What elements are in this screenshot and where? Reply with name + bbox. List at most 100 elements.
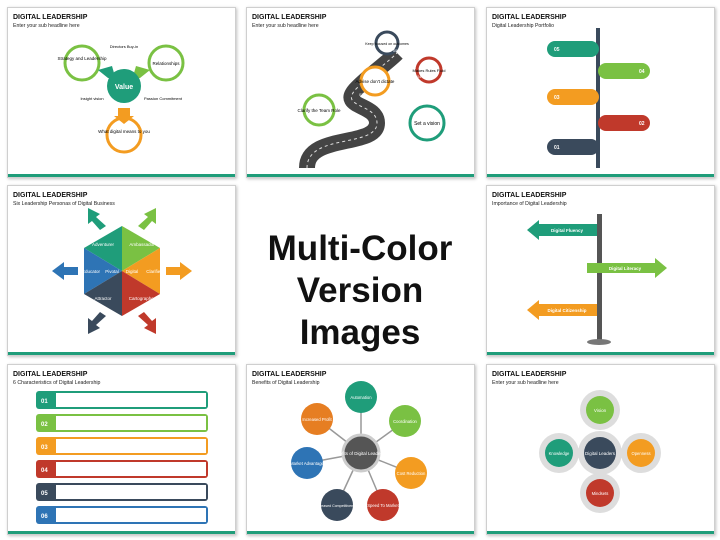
keep-pin <box>374 30 400 56</box>
slide-title: DIGITAL LEADERSHIP <box>13 14 88 21</box>
signpost-base <box>587 339 611 345</box>
number-01: 01 <box>402 136 407 141</box>
adventurer-segment <box>84 226 122 271</box>
cartographer-arrow <box>138 312 156 334</box>
vision-node <box>586 396 614 424</box>
market-node <box>291 447 323 479</box>
slide-title: DIGITAL LEADERSHIP <box>492 192 567 199</box>
clarifier-arrow <box>166 262 192 280</box>
number-03: 03 <box>554 95 560 101</box>
cartographer-segment <box>122 271 160 316</box>
cost-node <box>395 457 427 489</box>
clarify-label: Clarify the Team Role <box>298 108 341 113</box>
leaders-diagram: Digital Leaders Vision Knowledge Opennes… <box>539 390 661 513</box>
slide-7-benefits[interactable]: DIGITAL LEADERSHIP Benefits of Digital L… <box>246 364 475 535</box>
pivotal-label: Pivotal <box>105 269 119 274</box>
ambassador-label: Ambassador <box>129 242 155 247</box>
strategy-label: Strategy and Leadership <box>57 56 107 61</box>
digital-label: What digital means to you <box>98 129 150 134</box>
number-01: 01 <box>41 399 48 405</box>
strategy-circle <box>63 44 101 82</box>
slide-title: DIGITAL LEADERSHIP <box>13 192 88 199</box>
number-02: 02 <box>41 422 48 428</box>
openness-node <box>627 439 655 467</box>
orange-arrow <box>114 108 134 124</box>
tag-05 <box>547 41 599 57</box>
number-03: 03 <box>359 92 364 97</box>
attractor-arrow <box>88 312 106 334</box>
number-05: 05 <box>41 491 48 497</box>
slide-title: DIGITAL LEADERSHIP <box>492 14 567 21</box>
knowledge-node <box>545 439 573 467</box>
attractor-label: Attractor <box>94 296 112 301</box>
slide-6-characteristics[interactable]: DIGITAL LEADERSHIP 6 Characteristics of … <box>7 364 236 535</box>
slide-2-road-diagram[interactable]: DIGITAL LEADERSHIP Enter your sub headli… <box>246 7 475 178</box>
ambassador-segment <box>122 226 160 271</box>
center-node <box>584 437 616 469</box>
road-diagram: Clarify the Team Role Advise don't dicta… <box>298 30 446 170</box>
literacy-arrow <box>587 258 667 278</box>
slide-3-portfolio[interactable]: DIGITAL LEADERSHIP Digital Leadership Po… <box>486 7 715 178</box>
number-03: 03 <box>41 445 48 451</box>
value-circle <box>107 69 141 103</box>
makes-pin <box>415 56 443 84</box>
citizenship-label: Digital Citizenship <box>547 308 586 313</box>
slide-title: DIGITAL LEADERSHIP <box>252 14 327 21</box>
tag-04 <box>598 63 650 79</box>
slide-subtitle: Enter your sub headline here <box>252 23 319 29</box>
row-05-textbox <box>56 485 206 499</box>
number-01: 01 <box>554 145 560 151</box>
relationships-label: Relationships <box>152 61 180 66</box>
vision-pin <box>408 104 446 142</box>
educator-arrow <box>52 262 78 280</box>
center-label: Benefits of Digital Leadership <box>332 451 391 456</box>
slide-subtitle: Importance of Digital Leadership <box>492 201 567 207</box>
center-line-2: Version Images <box>296 271 424 352</box>
vision-label: Vision <box>594 408 607 413</box>
benefits-diagram: Benefits of Digital Leadership Automatio… <box>290 381 427 521</box>
citizenship-arrow <box>527 300 597 320</box>
clarify-pin <box>302 93 336 127</box>
slide-1-value-diagram[interactable]: DIGITAL LEADERSHIP Enter your sub headli… <box>7 7 236 178</box>
slide-subtitle: Enter your sub headline here <box>13 23 80 29</box>
portfolio-diagram: 05 04 03 02 01 <box>547 28 650 168</box>
slide-title: DIGITAL LEADERSHIP <box>252 371 327 378</box>
keep-label: Keep focused on outcomes <box>365 42 409 46</box>
number-05: 05 <box>554 47 560 53</box>
center-line-1: Multi-Color <box>267 229 453 268</box>
mindsets-node <box>586 479 614 507</box>
slide-4-personas[interactable]: DIGITAL LEADERSHIP Six Leadership Person… <box>7 185 236 356</box>
passion-label: Passion Commitment <box>144 96 183 101</box>
educator-segment <box>84 248 122 294</box>
speed-node <box>367 489 399 521</box>
personas-diagram: Adventurer Ambassador Educator Clarifier… <box>52 208 192 334</box>
automation-node <box>345 381 377 413</box>
number-06: 06 <box>41 514 48 520</box>
profit-label: Increased Profit <box>302 417 332 422</box>
competitiveness-label: Increased Competitiveness <box>315 504 359 508</box>
tag-01 <box>547 139 599 155</box>
row-04-textbox <box>56 462 206 476</box>
slide-5-signpost[interactable]: DIGITAL LEADERSHIP Importance of Digital… <box>486 185 715 356</box>
tag-02 <box>598 115 650 131</box>
row-06-textbox <box>56 508 206 522</box>
adventurer-label: Adventurer <box>92 242 115 247</box>
slide-subtitle: Six Leadership Personas of Digital Busin… <box>13 201 115 207</box>
relationships-circle <box>147 44 185 82</box>
number-02: 02 <box>337 123 342 128</box>
slide-subtitle: 6 Characteristics of Digital Leadership <box>13 380 101 386</box>
number-02: 02 <box>639 121 645 127</box>
slide-subtitle: Enter your sub headline here <box>492 380 559 386</box>
market-label: Market Advantage <box>290 461 324 466</box>
directors-label: Directors Buy-in <box>110 44 138 49</box>
automation-label: Automation <box>350 395 372 400</box>
value-diagram: Value Strategy and Leadership Relationsh… <box>57 44 185 154</box>
slide-8-digital-leaders[interactable]: DIGITAL LEADERSHIP Enter your sub headli… <box>486 364 715 535</box>
ambassador-arrow <box>138 208 156 230</box>
row-02-textbox <box>56 416 206 430</box>
knowledge-label: Knowledge <box>549 451 570 456</box>
cost-label: Cost Reduction <box>397 471 426 476</box>
insight-label: Insight vision <box>80 96 103 101</box>
row-01-textbox <box>56 393 206 407</box>
coordination-node <box>389 405 421 437</box>
